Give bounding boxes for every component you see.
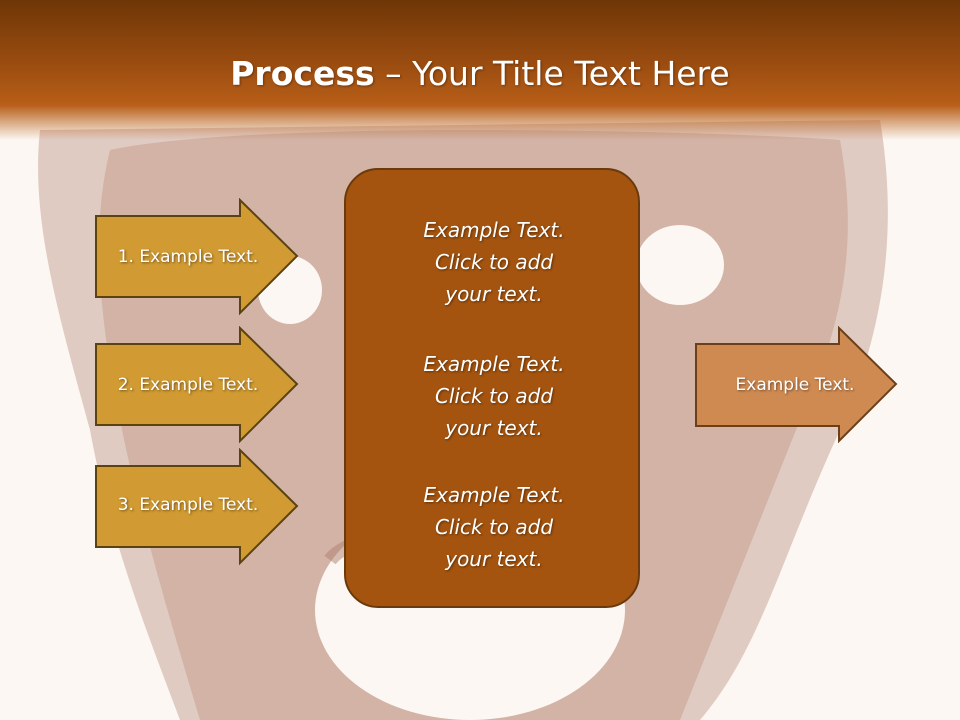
title-bold: Process	[230, 54, 375, 93]
center-text-box[interactable]: Example Text. Click to add your text. Ex…	[344, 168, 640, 608]
center-line: Click to add	[434, 384, 554, 408]
title-bar	[0, 0, 960, 140]
process-arrow-label: 3. Example Text.	[117, 494, 259, 515]
center-line: Click to add	[434, 250, 554, 274]
title-rest: – Your Title Text Here	[374, 54, 730, 93]
result-arrow[interactable]: Example Text.	[694, 326, 900, 444]
center-line: Example Text.	[423, 218, 565, 242]
center-line: your text.	[445, 547, 543, 571]
process-arrow-1[interactable]: 1. Example Text.	[94, 198, 300, 316]
center-text-block-2: Example Text. Click to add your text.	[346, 348, 642, 444]
center-line: your text.	[445, 416, 543, 440]
center-line: Example Text.	[423, 483, 565, 507]
center-line: Click to add	[434, 515, 554, 539]
process-arrow-2[interactable]: 2. Example Text.	[94, 326, 300, 444]
center-text-block-1: Example Text. Click to add your text.	[346, 214, 642, 310]
process-arrow-label: 1. Example Text.	[117, 246, 259, 267]
center-text-block-3: Example Text. Click to add your text.	[346, 479, 642, 575]
process-arrow-label: 2. Example Text.	[117, 374, 259, 395]
center-line: Example Text.	[423, 352, 565, 376]
result-arrow-label: Example Text.	[735, 375, 855, 395]
center-line: your text.	[445, 282, 543, 306]
slide-title[interactable]: Process – Your Title Text Here	[0, 52, 960, 96]
process-arrow-3[interactable]: 3. Example Text.	[94, 448, 300, 566]
